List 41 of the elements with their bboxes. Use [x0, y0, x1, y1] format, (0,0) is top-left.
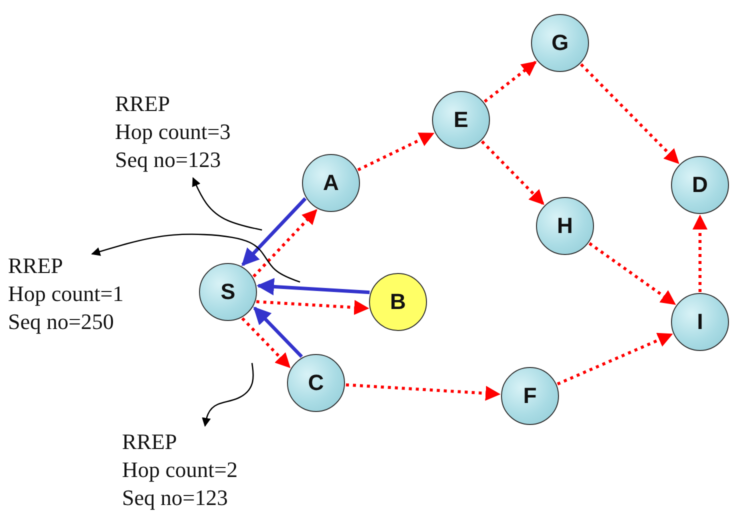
arrow	[241, 317, 291, 368]
arrow	[556, 332, 673, 386]
message-label: Seq no=250	[8, 308, 115, 336]
message-label: Seq no=123	[122, 484, 229, 512]
arrow	[357, 132, 434, 172]
message-label: RREP	[8, 252, 64, 280]
arrow	[480, 140, 544, 205]
arrow	[588, 242, 676, 306]
curved-arrow	[202, 362, 254, 427]
arrow	[692, 214, 708, 292]
arrow	[253, 306, 303, 358]
message-label: Seq no=123	[115, 146, 222, 174]
node-label: C	[308, 370, 324, 396]
message-label: RREP	[122, 428, 178, 456]
node-label: H	[557, 213, 573, 239]
arrow	[580, 63, 680, 164]
node-label: S	[220, 279, 236, 305]
arrow	[484, 60, 537, 103]
arrow	[346, 383, 501, 401]
node-label: D	[692, 172, 708, 198]
node-circle	[531, 14, 589, 72]
node-circle	[302, 154, 360, 212]
node-circle	[432, 91, 490, 149]
node-label: A	[323, 170, 339, 196]
curved-arrow	[91, 234, 300, 283]
message-label: Hop count=3	[115, 118, 232, 146]
node-circle	[199, 263, 257, 321]
arrow	[256, 278, 370, 296]
message-label: Hop count=2	[122, 456, 239, 484]
message-label: Hop count=1	[8, 280, 125, 308]
node-label: G	[551, 30, 569, 56]
arrow	[252, 209, 318, 278]
node-circle	[536, 197, 594, 255]
message-label: RREP	[115, 90, 172, 118]
arrow	[256, 300, 370, 315]
node-label: I	[696, 309, 704, 335]
node-label: B	[390, 289, 406, 315]
arrow	[241, 197, 307, 266]
node-label: E	[454, 107, 468, 133]
curved-arrow	[192, 177, 262, 231]
node-label: F	[523, 383, 537, 409]
